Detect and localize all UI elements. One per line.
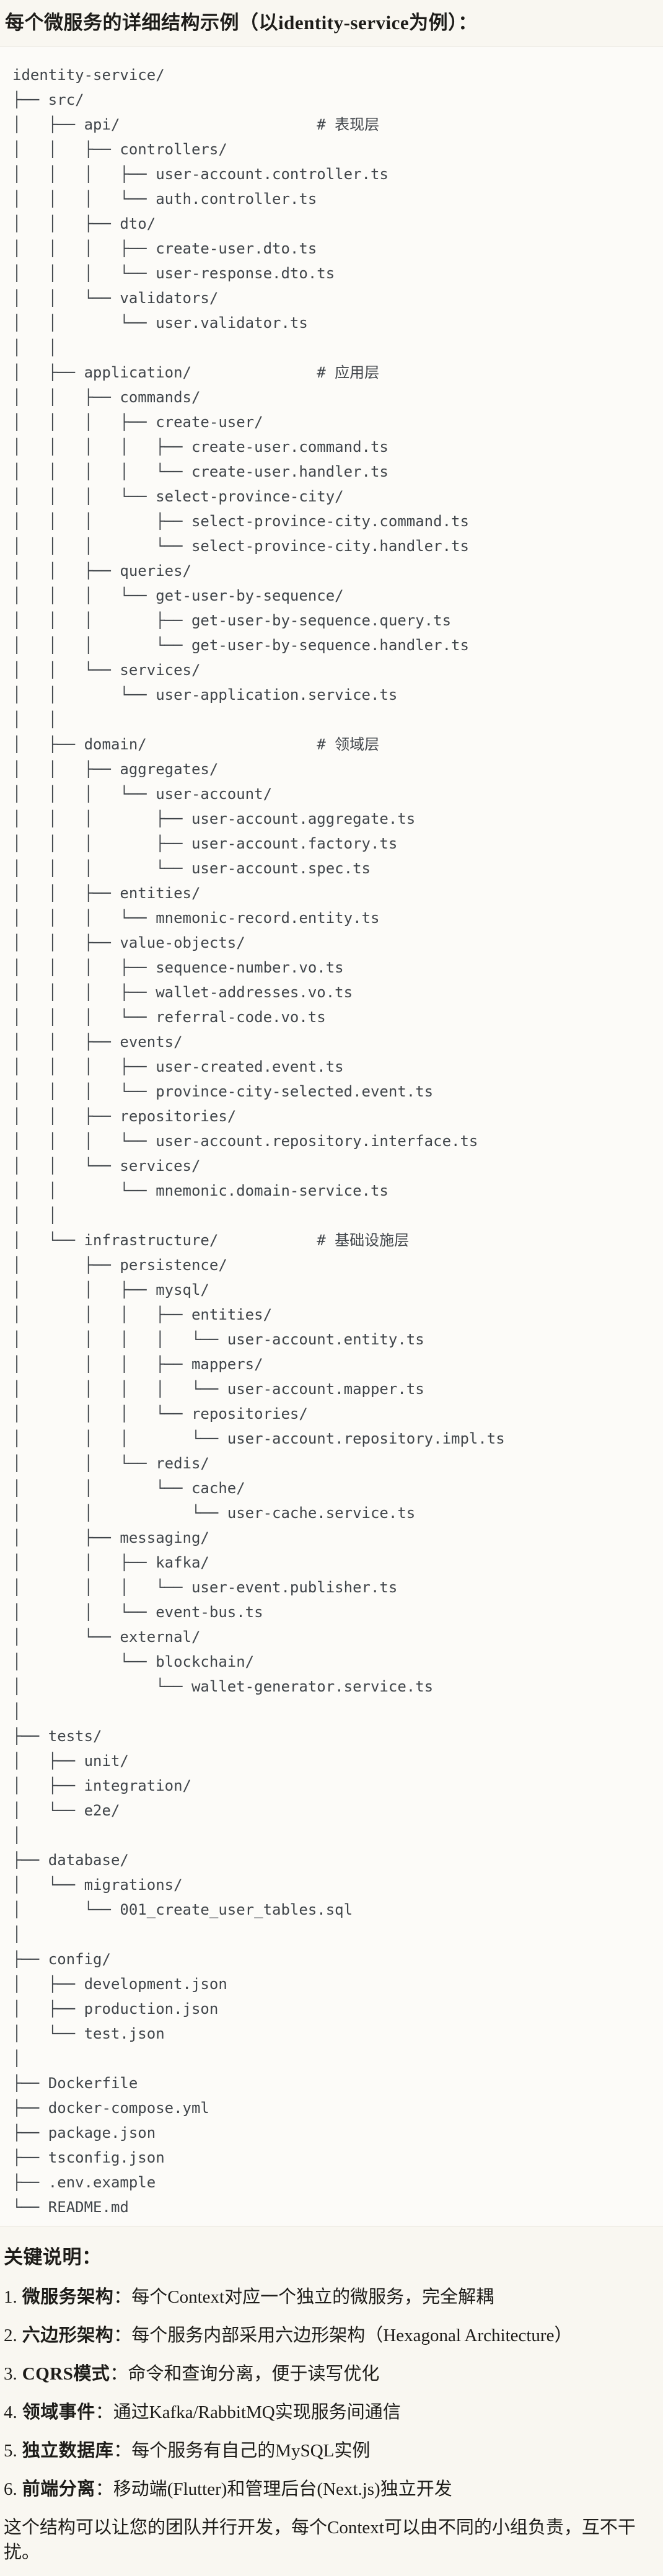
note-item: 6.前端分离：移动端(Flutter)和管理后台(Next.js)独立开发 [4,2477,658,2502]
note-separator: ： [113,2441,132,2461]
note-text: 每个服务内部采用六边形架构（Hexagonal Architecture） [131,2326,573,2345]
note-item: 5.独立数据库：每个服务有自己的MySQL实例 [4,2438,658,2463]
note-label: 微服务架构 [22,2287,114,2307]
page-title: 每个微服务的详细结构示例（以identity-service为例）： [5,12,478,33]
note-text: 通过Kafka/RabbitMQ实现服务间通信 [113,2402,401,2422]
note-separator: ： [113,2326,132,2345]
note-item: 1.微服务架构：每个Context对应一个独立的微服务，完全解耦 [4,2285,658,2309]
note-text: 命令和查询分离，便于读写优化 [128,2364,380,2384]
code-block: identity-service/ ├── src/ │ ├── api/ # … [0,46,663,2226]
directory-tree: identity-service/ ├── src/ │ ├── api/ # … [12,66,505,2216]
note-item: 3.CQRS模式：命令和查询分离，便于读写优化 [4,2362,658,2386]
note-label: 六边形架构 [22,2326,114,2345]
note-separator: ： [95,2479,113,2499]
note-number: 3. [4,2364,17,2384]
note-separator: ： [110,2364,128,2384]
notes-heading: 关键说明： [4,2246,102,2268]
note-label: CQRS模式 [22,2364,110,2384]
note-label: 独立数据库 [22,2441,114,2461]
note-text: 每个服务有自己的MySQL实例 [131,2441,371,2461]
note-number: 5. [4,2441,17,2461]
note-separator: ： [113,2287,132,2307]
note-label: 前端分离 [22,2479,95,2499]
note-separator: ： [95,2402,113,2422]
notes-section: 关键说明： 1.微服务架构：每个Context对应一个独立的微服务，完全解耦 2… [0,2226,663,2576]
note-item: 4.领域事件：通过Kafka/RabbitMQ实现服务间通信 [4,2400,658,2425]
note-item: 2. 六边形架构：每个服务内部采用六边形架构（Hexagonal Architec… [4,2323,658,2348]
note-number: 2. [4,2326,17,2345]
note-number: 4. [4,2402,17,2422]
note-number: 1. [4,2287,17,2307]
note-number: 6. [4,2479,17,2499]
closing-paragraph: 这个结构可以让您的团队并行开发，每个Context可以由不同的小组负责，互不干扰… [4,2518,636,2562]
note-label: 领域事件 [22,2402,95,2422]
note-text: 每个Context对应一个独立的微服务，完全解耦 [131,2287,494,2307]
note-text: 移动端(Flutter)和管理后台(Next.js)独立开发 [113,2479,452,2499]
